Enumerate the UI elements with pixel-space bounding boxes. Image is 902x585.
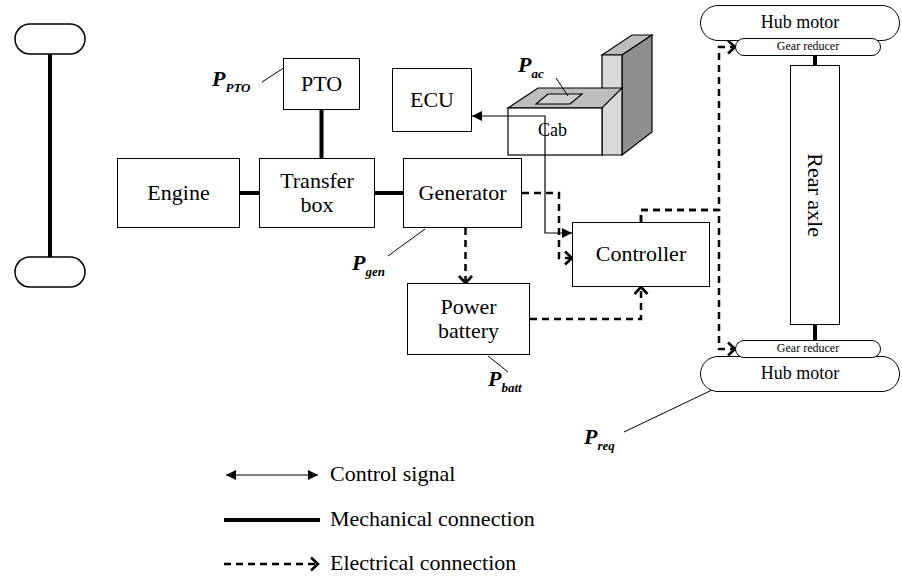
power-subscript: req [597,438,614,453]
electrical-connection [530,287,641,319]
node-label: Transfer box [260,169,374,217]
ecu-box: ECU [392,68,472,132]
power-subscript: gen [365,264,385,279]
transfer-box: Transfer box [259,158,375,228]
legend-text: Mechanical connection [330,506,535,532]
power-subscript: PTO [225,80,250,95]
label-holder: Pac [518,52,544,82]
gear-reducer: Gear reducer [735,38,881,56]
power-symbol: P [518,52,531,77]
battery-box: Power battery [407,283,530,355]
electrical-connection [641,47,735,222]
node-label: PTO [297,72,346,96]
node-label: ECU [406,88,458,112]
node-label: Engine [143,181,213,205]
node-label: Hub motor [757,364,844,384]
power-subscript: batt [501,380,521,395]
node-label: Controller [592,242,690,266]
mechanical-connection [375,191,403,195]
hub-motor: Hub motor [700,356,900,392]
label-holder: Cab [538,120,567,141]
node-label: Gear reducer [773,40,843,53]
cab-label: Cab [538,120,567,140]
node-label: Power battery [408,295,529,343]
front-axle [15,24,85,287]
mechanical-connection [320,110,324,158]
hub-motor: Hub motor [700,5,900,41]
mechanical-connection [813,56,817,65]
power-symbol: P [212,66,225,91]
legend-text: Electrical connection [330,550,516,576]
label-holder: PPTO [212,66,251,96]
rear-axle-box: Rear axle [790,65,840,325]
node-label: Generator [415,181,511,205]
leader-lines [262,60,712,432]
controller-box: Controller [572,222,710,287]
power-symbol: P [584,424,597,449]
power-symbol: P [352,250,365,275]
label-holder: Preq [584,424,615,454]
label-holder: Pgen [352,250,385,280]
mechanical-connection [240,191,259,195]
mechanical-connection [813,325,817,340]
node-label: Gear reducer [773,342,843,355]
label-holder: Pbatt [488,366,522,396]
cab-illustration [508,35,652,155]
engine-box: Engine [117,158,240,228]
node-label: Hub motor [757,13,844,33]
legend-samples [224,475,320,564]
gear-reducer: Gear reducer [735,340,881,358]
electrical-connection [522,193,572,258]
generator-box: Generator [403,158,522,228]
electrical-connection [464,228,467,283]
legend-text: Control signal [330,461,455,487]
power-symbol: P [488,366,501,391]
power-subscript: ac [531,66,543,81]
node-label: Rear axle [803,149,827,241]
pto-box: PTO [283,58,360,110]
